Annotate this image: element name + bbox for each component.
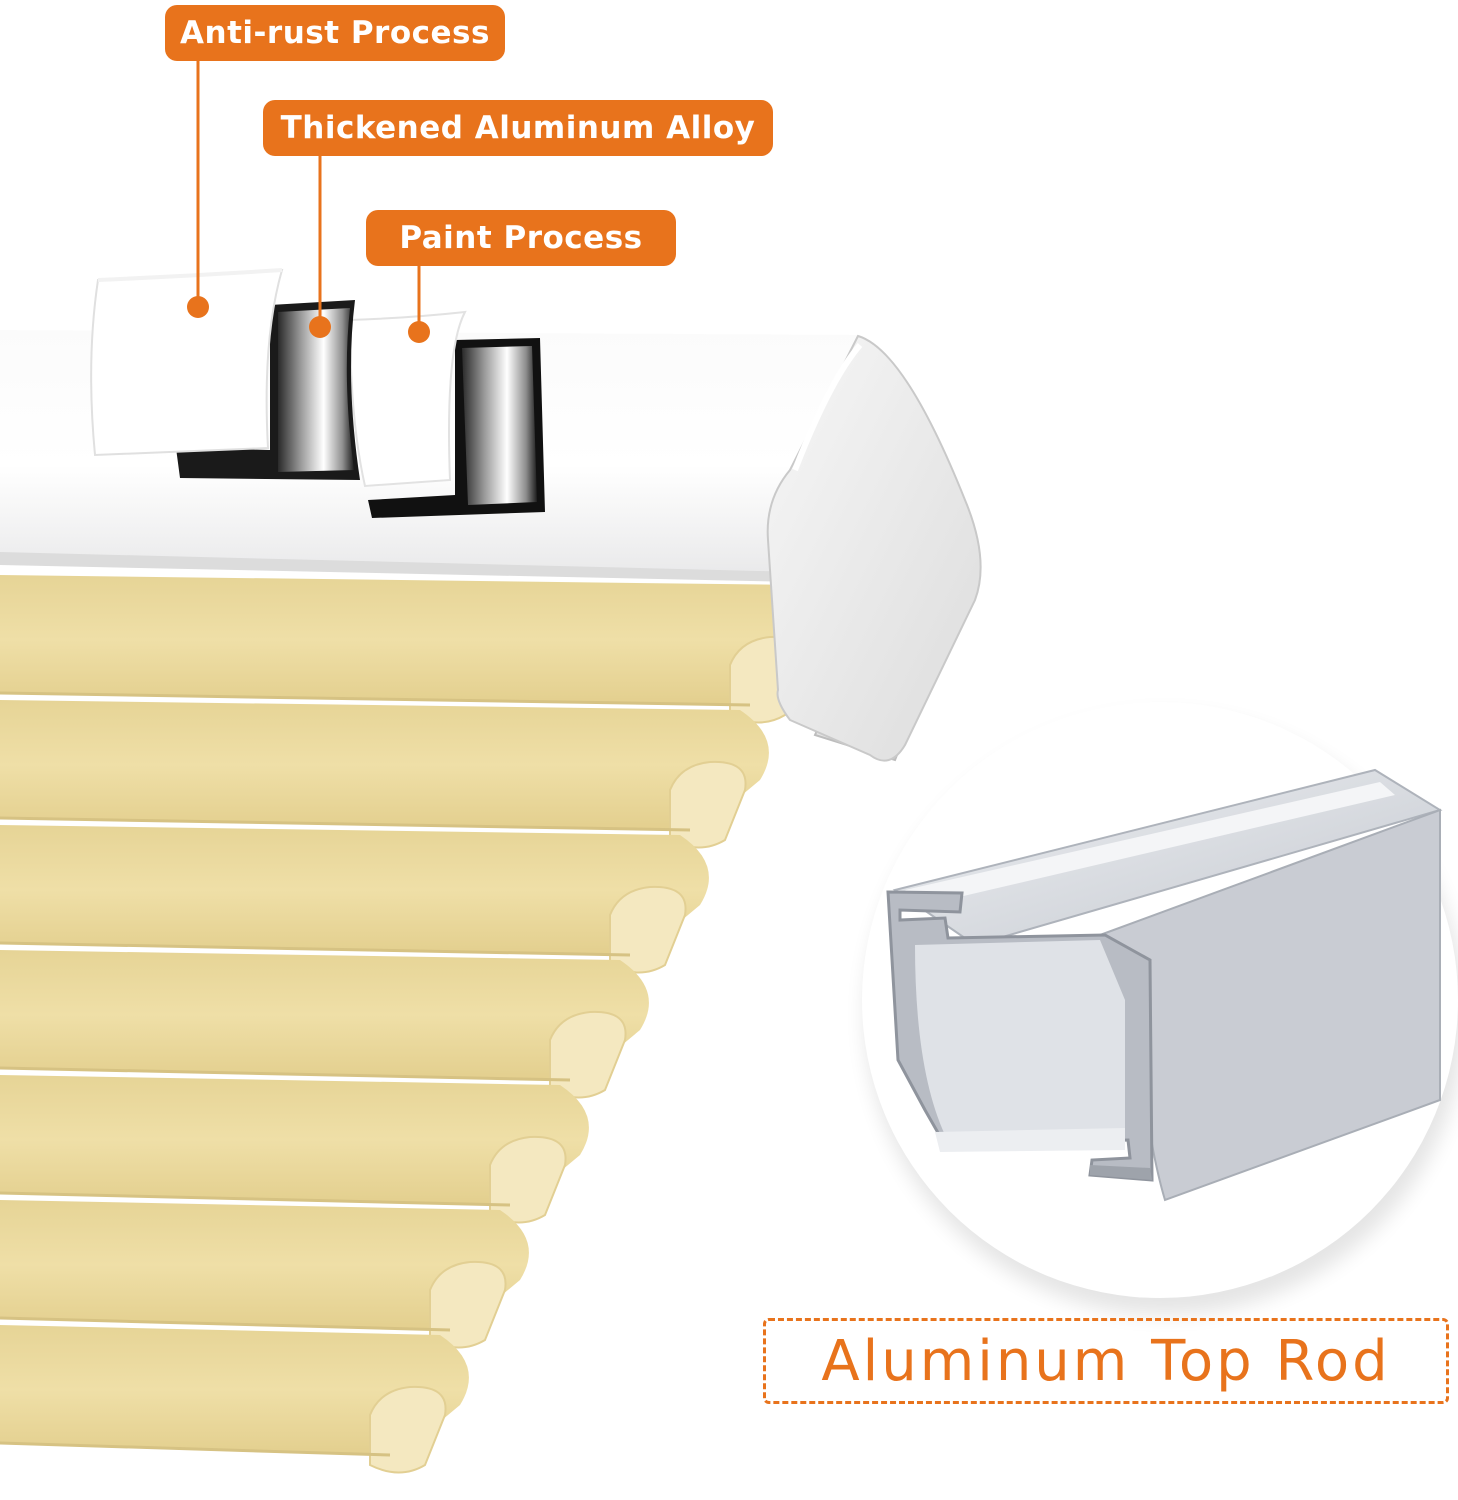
shade-pleat [0, 950, 649, 1080]
shade-pleat [0, 575, 829, 705]
shade-pleat-edge [429, 1260, 507, 1349]
thickened-aluminum-alloy-label: Thickened Aluminum Alloy [263, 100, 773, 156]
aluminum-top-rod-caption: Aluminum Top Rod [763, 1318, 1449, 1404]
pleat-fold-line [0, 1066, 571, 1082]
shade-pleat [0, 825, 709, 955]
shade-pleat [0, 1200, 529, 1330]
layer-cutaway [90, 268, 545, 518]
caption-text: Aluminum Top Rod [821, 1328, 1391, 1394]
shade-pleat [0, 1325, 469, 1455]
end-cap [766, 334, 982, 762]
callout-leaders [187, 60, 430, 343]
shade-pleat [0, 1075, 589, 1205]
shade-pleat-edge [369, 1385, 447, 1474]
pleat-fold-line [0, 941, 631, 957]
pleat-fold-line [0, 1441, 391, 1457]
anti-rust-process-label: Anti-rust Process [165, 5, 505, 61]
pleat-fold-line [0, 691, 751, 707]
shade-pleat-edge [669, 760, 747, 849]
shade-pleat-edge [549, 1010, 627, 1099]
pleat-fold-line [0, 1316, 451, 1332]
pleat-fold-line [0, 1191, 511, 1207]
zoom-inset [862, 702, 1458, 1315]
anti-rust-dot [187, 296, 209, 318]
paint-dot [408, 321, 430, 343]
shade-pleat-edge [609, 885, 687, 974]
aluminum-profile [886, 768, 1443, 1202]
shade-pleat [0, 700, 769, 830]
shade-pleat-edge [489, 1135, 567, 1224]
alloy-dot [309, 316, 331, 338]
paint-process-label: Paint Process [366, 210, 676, 266]
cellular-shade-fabric [0, 575, 829, 1474]
pleat-fold-line [0, 816, 691, 832]
